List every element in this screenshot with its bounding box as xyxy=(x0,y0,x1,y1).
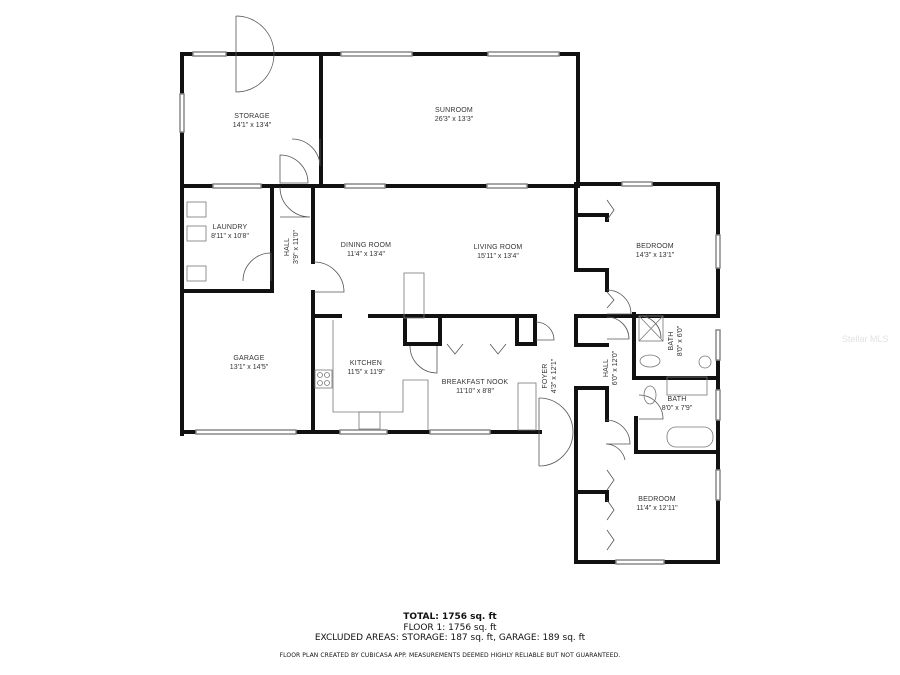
total-area: TOTAL: 1756 sq. ft xyxy=(403,612,497,622)
disclaimer: FLOOR PLAN CREATED BY CUBICASA APP. MEAS… xyxy=(279,652,621,659)
walls xyxy=(180,52,720,564)
fixtures xyxy=(186,201,714,448)
watermark: Stellar MLS xyxy=(842,334,889,344)
doors xyxy=(235,15,664,551)
excluded-areas: EXCLUDED AREAS: STORAGE: 187 sq. ft, GAR… xyxy=(314,633,586,643)
floor1-area: FLOOR 1: 1756 sq. ft xyxy=(403,623,497,633)
windows xyxy=(179,51,721,565)
